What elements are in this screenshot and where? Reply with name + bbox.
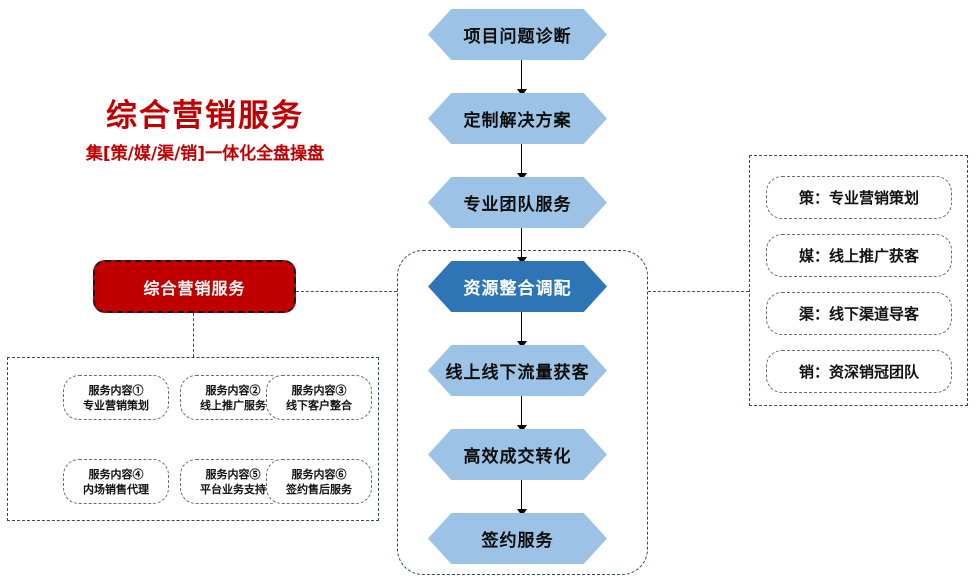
connector-brand-to-flow — [296, 291, 397, 292]
flow-node-2-label: 定制解决方案 — [463, 111, 572, 131]
service-chip-3[interactable]: 服务内容③ 线下客户整合 — [266, 375, 372, 420]
service-chip-6-line2: 签约售后服务 — [286, 482, 352, 496]
service-chip-2-line1: 服务内容② — [205, 383, 261, 397]
flow-node-1[interactable]: 项目问题诊断 — [428, 9, 607, 60]
connector-flow-to-pillars — [648, 291, 749, 292]
service-chip-4-line2: 内场销售代理 — [83, 482, 149, 496]
flow-node-6-label: 高效成交转化 — [463, 447, 572, 467]
service-chip-4[interactable]: 服务内容④ 内场销售代理 — [63, 459, 169, 504]
flow-arrow-2 — [516, 144, 527, 180]
service-chip-6-line1: 服务内容⑥ — [291, 467, 347, 481]
flow-node-5[interactable]: 线上线下流量获客 — [428, 345, 607, 396]
service-chip-1[interactable]: 服务内容① 专业营销策划 — [63, 375, 169, 420]
service-chip-4-line1: 服务内容④ — [88, 467, 144, 481]
service-chip-3-line1: 服务内容③ — [291, 383, 347, 397]
flow-node-1-label: 项目问题诊断 — [463, 27, 572, 47]
flow-node-4-label: 资源整合调配 — [463, 279, 572, 299]
connector-brand-to-services — [193, 313, 194, 357]
pillar-chip-ce[interactable]: 策：专业营销策划 — [766, 176, 952, 219]
service-chip-6[interactable]: 服务内容⑥ 签约售后服务 — [266, 459, 372, 504]
pillar-chip-ce-label: 策：专业营销策划 — [798, 189, 919, 207]
service-chip-1-line1: 服务内容① — [88, 383, 144, 397]
flow-node-3[interactable]: 专业团队服务 — [428, 177, 607, 228]
service-chip-2-line2: 线上推广服务 — [200, 398, 266, 412]
page-subtitle: 集[策/媒/渠/销]一体化全盘操盘 — [85, 144, 325, 164]
flow-arrow-3 — [516, 228, 527, 264]
flow-node-7-label: 签约服务 — [481, 531, 554, 551]
pillar-chip-mei[interactable]: 媒：线上推广获客 — [766, 234, 952, 277]
flow-arrow-1 — [516, 60, 527, 96]
page-title: 综合营销服务 — [106, 98, 304, 134]
service-chip-5-line2: 平台业务支持 — [200, 482, 266, 496]
brand-box-label: 综合营销服务 — [143, 278, 246, 298]
flow-node-3-label: 专业团队服务 — [463, 195, 572, 215]
pillar-chip-mei-label: 媒：线上推广获客 — [798, 247, 919, 265]
pillar-chip-xiao[interactable]: 销：资深销冠团队 — [766, 350, 952, 393]
flow-node-2[interactable]: 定制解决方案 — [428, 93, 607, 144]
pillar-chip-xiao-label: 销：资深销冠团队 — [798, 363, 919, 381]
pillars-panel: 策：专业营销策划 媒：线上推广获客 渠：线下渠道导客 销：资深销冠团队 — [749, 155, 968, 406]
flow-arrow-5 — [516, 396, 527, 432]
headline-block: 综合营销服务 集[策/媒/渠/销]一体化全盘操盘 — [40, 96, 370, 168]
flow-node-5-label: 线上线下流量获客 — [445, 363, 590, 383]
service-chip-1-line2: 专业营销策划 — [83, 398, 149, 412]
service-chip-5-line1: 服务内容⑤ — [205, 467, 261, 481]
pillar-chip-qu-label: 渠：线下渠道导客 — [798, 305, 919, 323]
flow-arrow-4 — [516, 312, 527, 348]
flow-node-4[interactable]: 资源整合调配 — [428, 261, 607, 312]
pillar-chip-qu[interactable]: 渠：线下渠道导客 — [766, 292, 952, 335]
service-chip-3-line2: 线下客户整合 — [286, 398, 352, 412]
flow-node-7[interactable]: 签约服务 — [428, 513, 607, 564]
services-panel: 服务内容① 专业营销策划 服务内容② 线上推广服务 服务内容③ 线下客户整合 服… — [7, 357, 379, 521]
flow-panel — [397, 250, 648, 575]
brand-box[interactable]: 综合营销服务 — [93, 260, 296, 313]
flow-node-6[interactable]: 高效成交转化 — [428, 429, 607, 480]
flow-arrow-6 — [516, 480, 527, 516]
